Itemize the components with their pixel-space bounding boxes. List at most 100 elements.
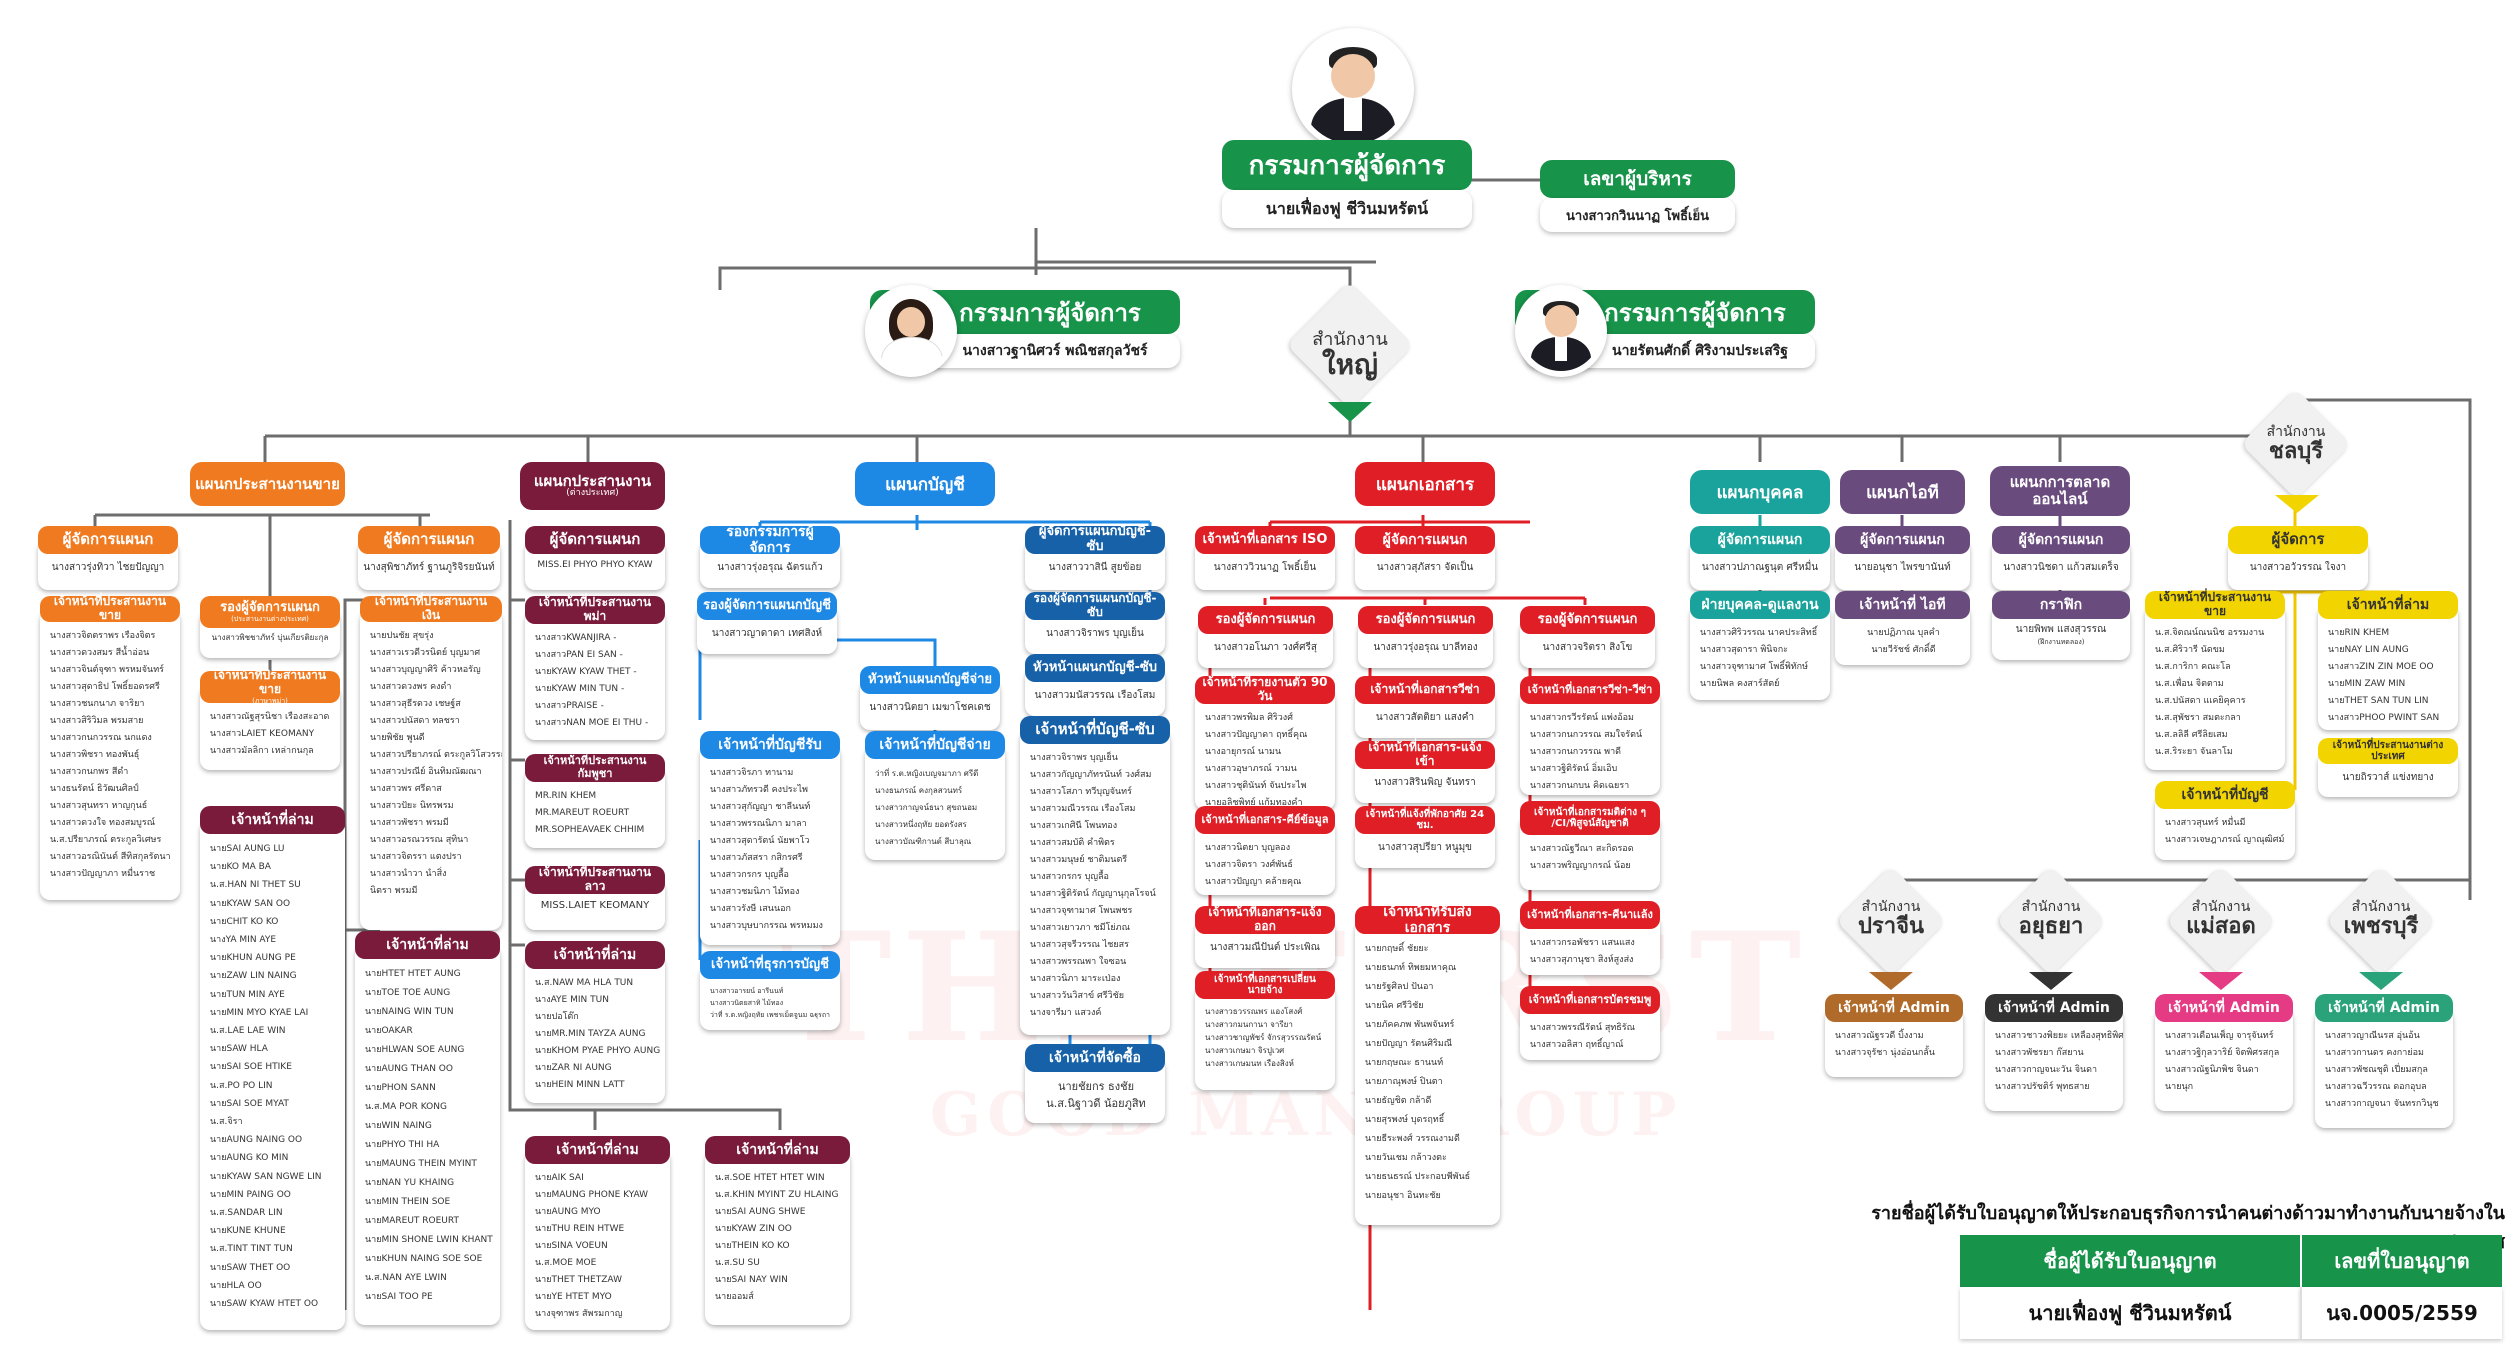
list-item: นางสาวเยาวภา ชมีโย่ภณ bbox=[1030, 923, 1130, 933]
docs-vis-card: เจ้าหน้าที่เอกสารวีซ่า นางสาวสัตติยา แสง… bbox=[1355, 676, 1495, 738]
list-item: นางสาวชนกนาภ จาริยา bbox=[50, 699, 145, 709]
list-item: MR.RIN KHEM bbox=[535, 791, 597, 801]
list-item: นางสาวจุฑามาศ โพธิ์พิทักษ์ bbox=[1700, 662, 1809, 672]
list-item: นายSAW KYAW HTET OO bbox=[210, 1299, 319, 1310]
it-staff-title: เจ้าหน้าที่ ไอที bbox=[1835, 591, 1970, 619]
list-item: นายHLA OO bbox=[210, 1280, 262, 1291]
acct-recv-card: เจ้าหน้าที่บัญชีรับ นางสาวจิรภา ทานามนาง… bbox=[700, 731, 840, 945]
secretary-name: นางสาวกวินนาฏ โพธิ์เย็น bbox=[1540, 198, 1735, 232]
list-item: นางสาวพรรณพา ใจซอน bbox=[1030, 957, 1127, 967]
branch-arrow bbox=[2359, 972, 2403, 990]
sales-mgr2-name: นางสุพิชาภัทร์ ฐานภูริจิรยนันท์ bbox=[363, 562, 495, 573]
hr-mgr-title: ผู้จัดการแผนก bbox=[1690, 526, 1830, 554]
list-item: นางสาวปัญญา คล้ายคุณ bbox=[1205, 877, 1302, 887]
acct-mgr-b-name: นางสาววาสินี สูยข้อย bbox=[1048, 562, 1142, 573]
list-item: นายธนธรณ์ ประกอบพีพันธ์ bbox=[1365, 1172, 1471, 1182]
list-item: นางสาวชุตินันท์ จันประไพ bbox=[1205, 781, 1307, 791]
list-item: น.ส.TINT TINT TUN bbox=[210, 1244, 293, 1255]
docs-dep1-title: รองผู้จัดการแผนก bbox=[1198, 606, 1333, 634]
list-item: นายYE HTET MYO bbox=[535, 1292, 612, 1302]
dept-marketing-l1: แผนกการตลาด bbox=[2009, 472, 2111, 491]
list-item: นางสาวกรอพัชรา แสนแสง bbox=[1530, 938, 1635, 948]
list-item: นายรัฐศิลป ปันอา bbox=[1365, 982, 1434, 992]
acct-sub-list: นางสาวจิราพร บุญเย็นนางสาวกัญญาภัทรนันท์… bbox=[1020, 744, 1170, 1028]
list-item: น.ส.NAN AYE LWIN bbox=[365, 1273, 447, 1283]
docs-visa-card: เจ้าหน้าที่เอกสารวีซ่า-วีซ่า นางสาวกรวีร… bbox=[1520, 676, 1660, 795]
list-item: นายSINA VOEUN bbox=[535, 1241, 608, 1251]
acct-treas-card: เจ้าหน้าที่ธุรการบัญชี นางสาวอารยน์ อารี… bbox=[700, 951, 840, 1030]
list-item: นายHTET HTET AUNG bbox=[365, 969, 461, 979]
docs-iso-name: นางสาววิวนาฏ โพธิ์เย็น bbox=[1213, 562, 1317, 573]
list-item: นางสาวฐิติรัตน์ อิ่มเอิบ bbox=[1530, 764, 1618, 774]
branch-small: สำนักงาน bbox=[1861, 899, 1921, 915]
list-item: นางสาวPAN EI SAN - bbox=[535, 650, 623, 660]
list-item: นายวีรัชช์ ศักดิ์ดี bbox=[1871, 645, 1936, 655]
sales-coord2-list: นางสาวณัฐสุรนิชา เรืองสะอาดนางสาวLAIET K… bbox=[200, 703, 340, 766]
list-item: นายSAI SOE HTIKE bbox=[210, 1062, 292, 1073]
list-item: นายMIN ZAW MIN bbox=[2328, 679, 2406, 689]
hr-train-card: ฝ่ายบุคคล-ดูแลงาน นางสาวศิริวรรณ นาคประส… bbox=[1690, 591, 1830, 700]
dept-coord-label: แผนกประสานงาน bbox=[533, 471, 652, 490]
list-item: นายAUNG KO MIN bbox=[210, 1153, 289, 1164]
list-item: นายวันเชม กล้าวงตะ bbox=[1365, 1153, 1447, 1163]
list-item: นางสาวพรรณนิภา มาลา bbox=[710, 819, 807, 829]
docs-dep3-name: นางสาวจริตรา สิงโข bbox=[1542, 642, 1633, 653]
sales-finance-list: นายปนชัย สุขรุ่งนางสาวเรวดีวรนิตย์ บุญมา… bbox=[360, 622, 502, 906]
list-item: นายปัญญา รัตนศิริมณี bbox=[1365, 1039, 1453, 1049]
list-item: นางสาวกนกบน คิดเฉยรา bbox=[1530, 781, 1630, 791]
dept-accounting: แผนกบัญชี bbox=[855, 462, 995, 506]
hq-label: สำนักงาน ใหญ่ bbox=[1290, 330, 1410, 381]
coord-interp2-title: เจ้าหน้าที่ล่าม bbox=[525, 941, 665, 969]
docs-chk-name: นางสาวสิรินพิญ จันทรา bbox=[1374, 777, 1476, 788]
chon-acct-list: นางสาวสุนทร์ หมื่นมีนางสาวเจษฎาภรณ์ ญาณุ… bbox=[2155, 809, 2295, 855]
acct-head-b-card: หัวหน้าแผนกบัญชี-ซับ นางสาวมนัสวรรณ เรือ… bbox=[1025, 654, 1165, 716]
coord-laos-name: MISS.LAIET KEOMANY bbox=[540, 900, 650, 911]
list-item: นางสาวPRAISE - bbox=[535, 701, 604, 711]
list-item: นางสาวฐิกุลวาริย์ จิตพิศรสกุล bbox=[2165, 1048, 2280, 1058]
docs-mgr-card: ผู้จัดการแผนก นางสาวสุภัสรา จัดเป็น bbox=[1355, 526, 1495, 590]
docs-dep1-card: รองผู้จัดการแผนก นางสาวอโนภา วงศ์ศรีสุ bbox=[1198, 606, 1333, 668]
list-item: นางสาวสุนทร์ หมื่นมี bbox=[2165, 818, 2246, 828]
mkt-mgr-title: ผู้จัดการแผนก bbox=[1992, 526, 2130, 554]
sales-finance-title: เจ้าหน้าที่ประสานงานเงิน bbox=[360, 594, 502, 622]
list-item: นายธีระพงศ์ วรรณงามดี bbox=[1365, 1134, 1460, 1144]
list-item: นายTHET THETZAW bbox=[535, 1275, 622, 1285]
list-item: นางสาวสมบัติ คำพิตร bbox=[1030, 838, 1115, 848]
list-item: นางสาววันวิสาข์ ศรีวิชัย bbox=[1030, 991, 1125, 1001]
list-item: นางสาวกรกร บุญลื้อ bbox=[710, 870, 789, 880]
docs-chk-card: เจ้าหน้าที่เอกสาร-แจ้งเข้า นางสาวสิรินพิ… bbox=[1355, 740, 1495, 803]
list-item: นางสาวดวงพร คงดำ bbox=[370, 682, 452, 692]
docs-card-title: เจ้าหน้าที่เอกสารบัตรชมพู bbox=[1520, 986, 1660, 1014]
chon-interp-title: เจ้าหน้าที่ล่าม bbox=[2318, 591, 2458, 619]
branch-title: เจ้าหน้าที่ Admin bbox=[1825, 994, 1963, 1022]
sales-mgr1-title: ผู้จัดการแผนก bbox=[38, 526, 178, 554]
list-item: นางสาวดวงสมร สีน้ำอ่อน bbox=[50, 648, 150, 658]
list-item: นายอนุชา อินทะชัย bbox=[1365, 1191, 1441, 1201]
docs-out-title: เจ้าหน้าที่เอกสาร-แจ้งออก bbox=[1195, 905, 1335, 934]
list-item: ว่าที่ ร.ต.หญิงฤทัย เพชรเม็ดจูนม ฉฐุรถา bbox=[710, 1011, 830, 1019]
hr-train-list: นางสาวศิริวรรณ นาคประสิทธิ์นางสาวสุดารา … bbox=[1690, 619, 1830, 699]
list-item: นางสาวนิตยสาทิ ไม้ทอง bbox=[710, 999, 784, 1007]
chon-mgr-title: ผู้จัดการ bbox=[2228, 526, 2368, 554]
docs-recheck-list: นางสาวนิตยา บุญลองนางสาวจิตรา วงศ์พันธ์น… bbox=[1195, 834, 1335, 897]
sales-deputy-card: รองผู้จัดการแผนก (ประสานงานต่างประเทศ) น… bbox=[200, 596, 340, 658]
list-item: น.ส.ปรียาภรณ์ ตระกูลวิเศษร bbox=[50, 835, 162, 845]
acct-head-title: หัวหน้าแผนกบัญชีจ่าย bbox=[860, 666, 1000, 694]
acct-pay-card: เจ้าหน้าที่บัญชีจ่าย ว่าที่ ร.ต.หญิงเบญจ… bbox=[865, 731, 1005, 860]
dept-marketing: แผนกการตลาด ออนไลน์ bbox=[1990, 466, 2130, 516]
mkt-mgr-name: นางสาวนิชดา แก้วสมเตร็จ bbox=[2003, 562, 2119, 573]
list-item: นางสาวจินต์จุฑา พรหมจันทร์ bbox=[50, 665, 164, 675]
acct-treas-list: นางสาวอารยน์ อารีนนท์นางสาวนิตยสาทิ ไม้ท… bbox=[700, 979, 840, 1027]
list-item: นางสาวพร ศรีดาส bbox=[370, 784, 442, 794]
list-item: ว่าที่ ร.ต.หญิงเบญจมาภา ศรีดี bbox=[875, 769, 979, 778]
list-item: นางสาวเกษมนท เรืองสิงห์ bbox=[1205, 1059, 1294, 1068]
list-item: น.ส.ลลิลี ศรีลิยเสม bbox=[2155, 730, 2228, 740]
docs-d90-title: เจ้าหน้าที่รายงานตัว 90 วัน bbox=[1195, 675, 1335, 704]
list-item: นายSAI TOO PE bbox=[365, 1292, 433, 1302]
list-item: นางสาวมนุษย์ ชาติมนตรี bbox=[1030, 855, 1128, 865]
list-item: นายMIN SHONE LWIN KHANT bbox=[365, 1235, 493, 1245]
branch-arrow bbox=[1869, 972, 1913, 990]
